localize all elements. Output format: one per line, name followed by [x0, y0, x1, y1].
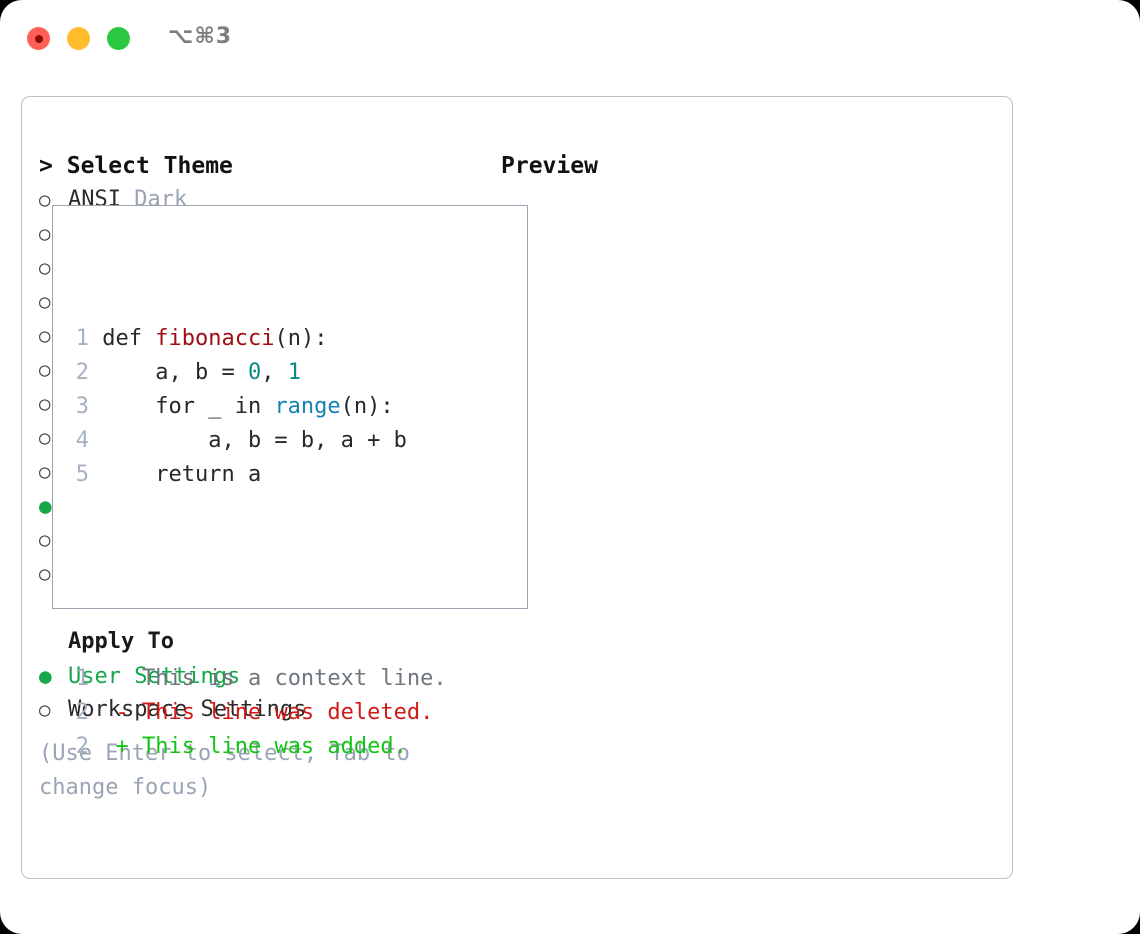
apply-to-option-workspace-settings[interactable]: ○ Workspace Settings	[39, 693, 499, 727]
caret-icon: >	[39, 153, 53, 179]
radio-unselected-icon: ○	[39, 563, 51, 585]
diff-line-number: 2	[75, 700, 89, 725]
code-line-number: 2	[75, 360, 89, 385]
content-panel: > Select Theme ○ANSI Dark○Atom One Dark○…	[21, 96, 1013, 879]
diff-line-number: 2	[75, 734, 89, 759]
code-line-number: 5	[75, 462, 89, 487]
code-token-num: 0	[247, 360, 262, 385]
close-window-button[interactable]	[27, 27, 50, 50]
radio-unselected-icon: ○	[39, 257, 51, 279]
radio-unselected-icon: ○	[39, 699, 51, 721]
code-line: 1 def fibonacci(n):	[73, 322, 447, 356]
apply-to-list: ● User Settings ○ Workspace Settings	[39, 659, 499, 727]
preview-title: Preview	[501, 153, 598, 179]
code-token-plain: return a	[102, 462, 262, 487]
code-line: 2 a, b = 0, 1	[73, 356, 447, 390]
code-line-number: 4	[75, 428, 89, 453]
diff-line-context: 1 This is a context line.	[73, 662, 447, 696]
code-token-plain: ,	[261, 360, 288, 385]
code-line: 4 a, b = b, a + b	[73, 424, 447, 458]
code-diff-spacer	[73, 560, 447, 594]
code-line-number: 1	[75, 326, 89, 351]
diff-line-deleted: 2 - This line was deleted.	[73, 696, 447, 730]
code-line: 3 for _ in range(n):	[73, 390, 447, 424]
radio-unselected-icon: ○	[39, 223, 51, 245]
code-token-plain: (n):	[274, 326, 328, 351]
radio-selected-icon: ●	[39, 494, 52, 518]
diff-text: This line was added.	[128, 734, 407, 759]
select-theme-title: > Select Theme	[39, 149, 499, 183]
radio-unselected-icon: ○	[39, 325, 51, 347]
gutter-gap	[89, 326, 102, 351]
apply-to-header: Apply To	[68, 629, 174, 654]
radio-selected-icon: ●	[39, 664, 52, 688]
code-token-num: 1	[287, 360, 301, 385]
diff-text: This line was deleted.	[128, 700, 434, 725]
diff-sign	[116, 666, 129, 691]
radio-unselected-icon: ○	[39, 291, 51, 313]
apply-to-option-label: Workspace Settings	[68, 697, 307, 722]
radio-unselected-icon: ○	[39, 427, 51, 449]
code-token-plain: def	[102, 326, 156, 351]
diff-gutter-gap	[89, 700, 116, 725]
radio-unselected-icon: ○	[39, 393, 51, 415]
code-token-plain: a, b =	[102, 360, 248, 385]
diff-gutter-gap	[89, 666, 116, 691]
minimize-window-button[interactable]	[67, 27, 90, 50]
select-theme-title-text	[53, 153, 67, 179]
gutter-gap	[89, 360, 102, 385]
diff-gutter-gap	[89, 734, 116, 759]
radio-unselected-icon: ○	[39, 189, 51, 211]
diff-line-number: 1	[75, 666, 89, 691]
apply-to-option-user-settings[interactable]: ● User Settings	[39, 659, 499, 693]
code-token-plain: for _ in	[102, 394, 275, 419]
gutter-gap	[89, 428, 102, 453]
code-token-builtin: range	[274, 394, 341, 419]
preview-column: Preview	[501, 149, 1001, 183]
diff-sign: +	[115, 734, 129, 759]
keyboard-hint: (Use Enter to select, Tab to change focu…	[39, 741, 410, 800]
diff-sign: -	[115, 700, 129, 725]
apply-to-option-label: User Settings	[68, 664, 241, 689]
code-token-plain: a, b = b, a + b	[102, 428, 407, 453]
code-line: 5 return a	[73, 458, 447, 492]
radio-unselected-icon: ○	[39, 461, 51, 483]
maximize-window-button[interactable]	[107, 27, 130, 50]
gutter-gap	[89, 462, 102, 487]
diff-text: This is a context line.	[128, 666, 447, 691]
title-bar: ⌥⌘3	[0, 0, 1140, 78]
code-line-number: 3	[75, 394, 89, 419]
code-token-func: fibonacci	[155, 326, 275, 351]
diff-line-added: 2 + This line was added.	[73, 730, 447, 764]
code-token-plain: (n):	[340, 394, 394, 419]
gutter-gap	[89, 394, 102, 419]
radio-unselected-icon: ○	[39, 529, 51, 551]
close-icon	[34, 34, 43, 43]
keyboard-shortcut-label: ⌥⌘3	[168, 24, 233, 49]
radio-unselected-icon: ○	[39, 359, 51, 381]
diff-lines: 1 This is a context line.2 - This line w…	[73, 662, 447, 764]
select-theme-label: Select Theme	[66, 153, 233, 179]
